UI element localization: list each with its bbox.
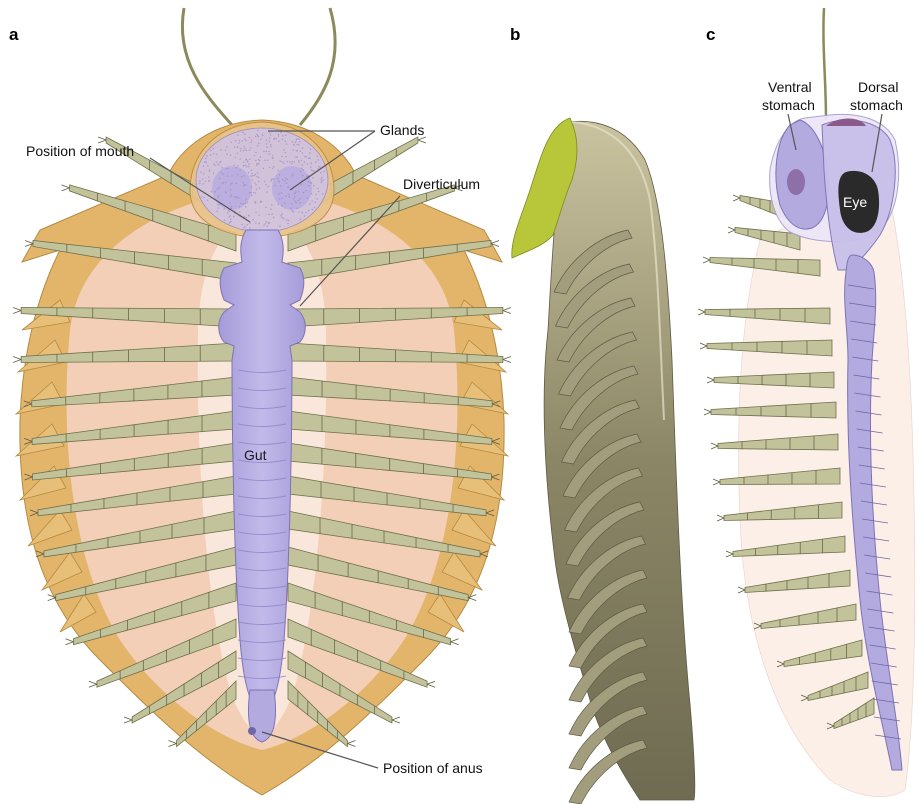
antenna-c xyxy=(823,8,826,120)
label-eye: Eye xyxy=(843,194,867,210)
anus-position xyxy=(248,727,256,735)
label-position-of-anus: Position of anus xyxy=(383,760,483,776)
label-position-of-mouth: Position of mouth xyxy=(26,143,134,159)
label-ventral-line2: stomach xyxy=(762,97,815,113)
panel-c: c Eye Ventral stomach Dorsal stomach xyxy=(698,8,915,797)
label-ventral-line1: Ventral xyxy=(768,79,812,95)
panel-b: b xyxy=(510,25,695,804)
antenna-left xyxy=(182,8,232,125)
panel-a: a Glands xyxy=(9,8,511,795)
antenna-right xyxy=(300,8,335,125)
panel-letter-b: b xyxy=(510,25,520,44)
label-dorsal-line1: Dorsal xyxy=(858,79,898,95)
label-glands: Glands xyxy=(380,122,424,138)
ventral-stomach-spot xyxy=(787,169,805,195)
panel-letter-c: c xyxy=(706,25,715,44)
label-gut: Gut xyxy=(244,447,267,463)
gland-left xyxy=(212,166,252,210)
panel-letter-a: a xyxy=(9,25,19,44)
label-dorsal-line2: stomach xyxy=(850,97,903,113)
label-diverticulum: Diverticulum xyxy=(403,176,480,192)
